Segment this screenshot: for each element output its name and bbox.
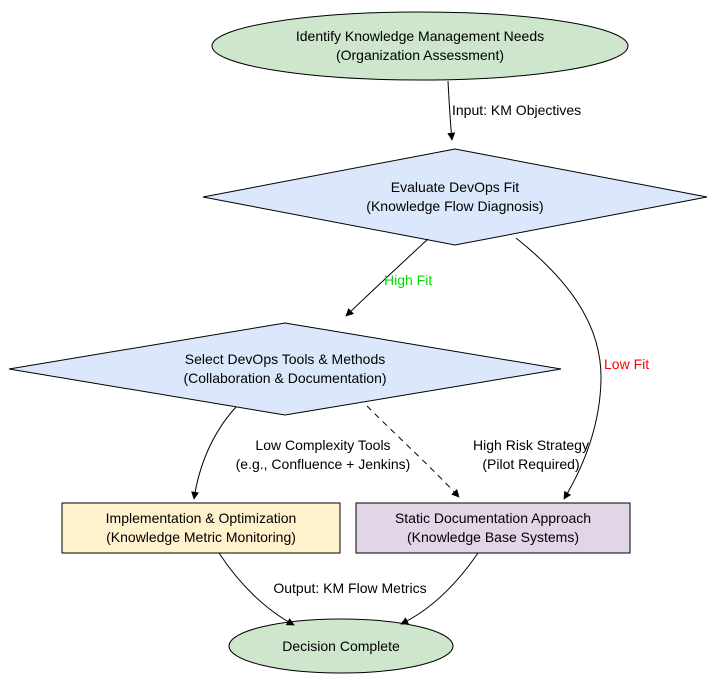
evaluate-decision-shape <box>202 148 708 246</box>
edge-high-fit-arrow <box>345 238 429 317</box>
static-doc-node-shape <box>355 502 631 554</box>
edge-input-arrow <box>447 80 456 141</box>
edge-low-complexity-arrow <box>191 406 237 500</box>
edge-high-risk-arrow <box>366 405 460 498</box>
edge-output-right-arrow <box>400 552 479 625</box>
start-node-shape <box>211 11 629 81</box>
edge-low-fit-arrow <box>515 237 602 500</box>
edge-output-left-arrow <box>218 552 295 626</box>
select-decision-shape <box>8 322 562 416</box>
complete-node-shape <box>228 618 454 674</box>
implementation-node-shape <box>61 502 341 554</box>
